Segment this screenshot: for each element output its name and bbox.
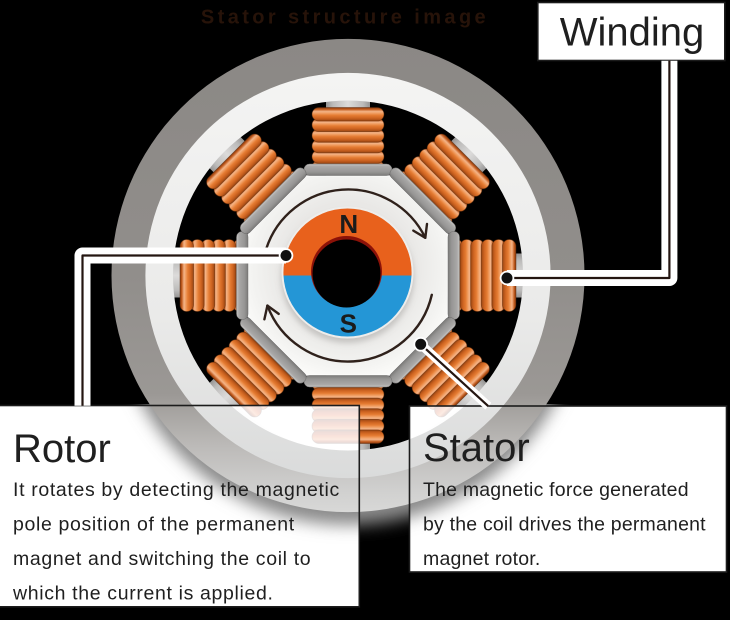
stator-description-line: magnet rotor. [423,548,541,570]
winding-connector-dot [499,270,515,286]
north-pole-label: N [339,209,358,239]
callout-connectors [74,60,678,410]
rotor-callout-border [0,404,361,608]
rotor-description: It rotates by detecting the magnetic pol… [12,479,340,605]
rotation-arrowhead-top [412,222,429,239]
stator-description-line: by the coil drives the permanent [423,514,706,536]
rotor-description-line: which the current is applied. [12,583,274,605]
rotation-arrowhead-bottom [263,304,280,321]
south-pole-label: S [340,308,357,338]
rotor-description-line: pole position of the permanent [13,514,295,536]
rotor-description-line: It rotates by detecting the magnetic [13,479,340,501]
stator-description: The magnetic force generated by the coil… [423,479,706,570]
pole-shoe [236,231,249,320]
pole-shoe [303,163,393,176]
rotor-description-line: magnet and switching the coil to [13,548,311,570]
ring-shadow [142,404,554,525]
winding-label: Winding [560,11,705,55]
callout-box-borders [0,1,728,608]
rotor-connector-line [74,247,286,406]
rotation-arrow-bottom [266,293,433,363]
rotor-label: Rotor [13,427,111,471]
stator-connector-dot [413,336,429,352]
winding-callout-border [536,1,726,62]
callout-texts: Winding Rotor It rotates by detecting th… [12,11,706,605]
winding-connector-line [507,60,678,286]
rotor-connector-dot [278,248,294,263]
winding-callout-box [537,2,725,61]
stator-description-line: The magnetic force generated [423,479,689,501]
permanent-magnet: N S [281,206,414,343]
shaft-hole [312,239,381,308]
pole-shoe [303,375,393,388]
stator-callout-border [408,405,728,573]
stator-label: Stator [423,426,530,470]
rotation-arrows [263,188,433,363]
diagram-title: Stator structure image [201,7,489,29]
stator-connector-line [417,340,492,410]
pole-shoe [447,231,460,320]
rotation-arrow-top [265,188,427,251]
